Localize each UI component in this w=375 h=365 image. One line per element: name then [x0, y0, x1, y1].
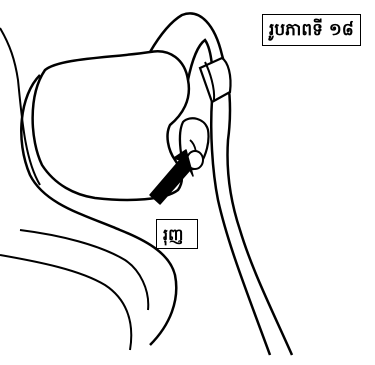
ear-inner-contour [20, 230, 148, 310]
push-callout-label: រុញ [156, 219, 198, 249]
connector-collar [200, 58, 231, 102]
figure-number-label: រូបភាពទី ១៨ [262, 14, 361, 46]
ear-lower-contour [0, 255, 131, 350]
